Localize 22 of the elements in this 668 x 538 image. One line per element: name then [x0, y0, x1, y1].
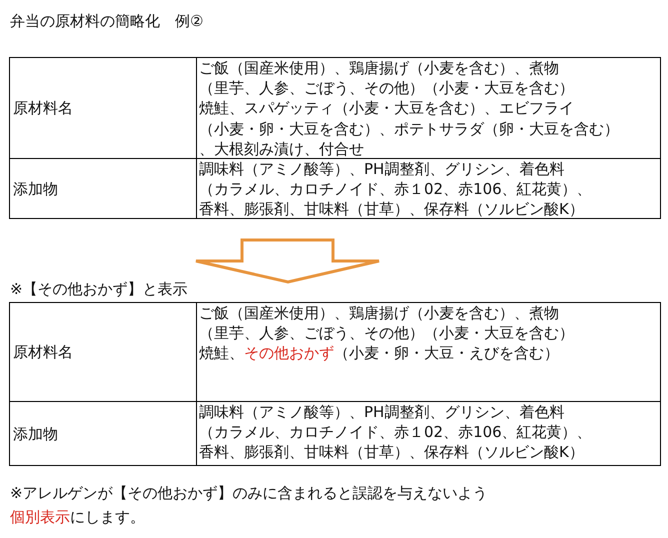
- footnote-text: 個別表示にします。: [10, 507, 145, 527]
- cell-text: （カラメル、カロチノイド、赤１02、赤106、紅花黄）、: [199, 179, 592, 200]
- cell-text: 香料、膨張剤、甘味料（甘草）、保存料（ソルビン酸K）: [199, 199, 584, 220]
- cell-text: 原材料名: [13, 98, 73, 118]
- cell-text: （里芋、人参、ごぼう、その他）（小麦・大豆を含む）: [199, 78, 574, 98]
- cell-text: （小麦・卵・大豆を含む）、ポテトサラダ（卵・大豆を含む）: [199, 118, 619, 139]
- title: 弁当の原材料の簡略化 例②: [10, 12, 204, 31]
- cell-text: 添加物: [13, 424, 58, 444]
- cell-text: 添加物: [13, 178, 58, 198]
- cell-text: （カラメル、カロチノイド、赤１02、赤106、紅花黄）、: [199, 422, 592, 442]
- cell-text: ご飯（国産米使用）、鶏唐揚げ（小麦を含む）、煮物: [199, 303, 559, 323]
- cell-text: 、大根刻み漬け、付合せ: [199, 138, 364, 159]
- cell-text: 香料、膨張剤、甘味料（甘草）、保存料（ソルビン酸K）: [199, 442, 584, 462]
- cell-text: 焼鮭、スパゲッティ（小麦・大豆を含む）、エビフライ: [199, 98, 574, 118]
- cell-text: （里芋、人参、ごぼう、その他）（小麦・大豆を含む）: [199, 323, 574, 344]
- cell-text: 原材料名: [13, 342, 73, 362]
- cell-text: 焼鮭、その他おかず（小麦・卵・大豆・えびを含む）: [199, 343, 559, 364]
- cell-text: ご飯（国産米使用）、鶏唐揚げ（小麦を含む）、煮物: [199, 58, 559, 78]
- footnote-text: ※アレルゲンが【その他おかず】のみに含まれると誤認を与えないよう: [10, 484, 488, 503]
- cell-text: 調味料（アミノ酸等）、PH調整剤、グリシン、着色料: [199, 402, 564, 422]
- note-text: ※【その他おかず】と表示: [10, 280, 188, 299]
- cell-text: 調味料（アミノ酸等）、PH調整剤、グリシン、着色料: [199, 159, 564, 179]
